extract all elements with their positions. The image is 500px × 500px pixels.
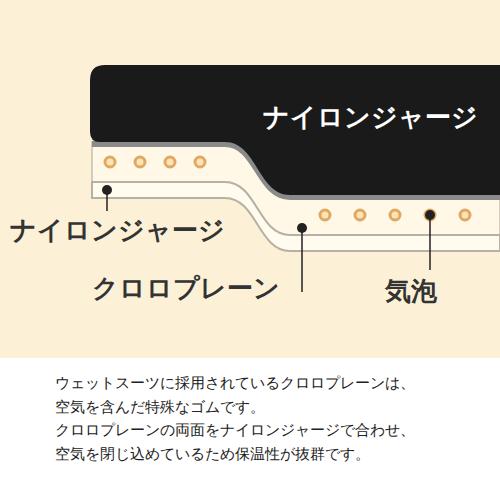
- air-bubble: [320, 210, 330, 220]
- band-shape: [90, 65, 500, 200]
- air-bubble: [135, 157, 145, 167]
- layer-callout: ナイロンジャージ: [10, 215, 225, 246]
- band-fill: [90, 65, 500, 195]
- callout-dot: [102, 185, 112, 195]
- leader-line: [301, 228, 303, 292]
- fabric-layer-band: ナイロンジャージ: [90, 65, 500, 200]
- caption-text: ウェットスーツに採用されているクロロプレーンは、 空気を含んだ特殊なゴムです。 …: [55, 372, 480, 466]
- air-bubble: [390, 210, 400, 220]
- callout-dot: [297, 223, 307, 233]
- background-panel: [0, 0, 500, 358]
- layer-callout: クロロプレーン: [92, 273, 280, 304]
- bubble-callout: 気泡: [385, 276, 437, 307]
- air-bubble: [355, 210, 365, 220]
- air-bubble: [425, 210, 435, 220]
- air-bubble: [105, 157, 115, 167]
- leader-line: [429, 215, 431, 270]
- air-bubble: [460, 210, 470, 220]
- layer-name: ナイロンジャージ: [263, 102, 478, 133]
- air-bubble: [165, 157, 175, 167]
- air-bubble: [195, 157, 205, 167]
- callout-dot: [425, 210, 435, 220]
